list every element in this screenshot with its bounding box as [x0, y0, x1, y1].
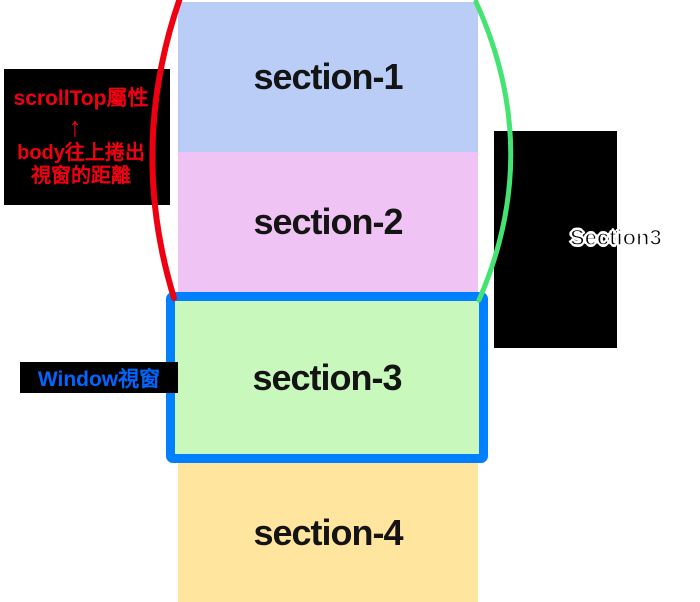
section-4-block: section-4 — [178, 463, 478, 602]
section-3-label: section-3 — [252, 356, 402, 398]
section-1-label: section-1 — [253, 56, 403, 97]
up-arrow-icon: ↑ — [68, 112, 82, 143]
window-label-box: Window視窗 — [20, 362, 178, 393]
viewport-window-frame: section-3 — [166, 292, 488, 463]
section-2-block: section-2 — [178, 152, 478, 292]
scrolltop-label-box: scrollTop屬性 ↑ body往上捲出 視窗的距離 — [4, 69, 170, 205]
section-4-label: section-4 — [253, 511, 403, 553]
scrolltop-title: scrollTop屬性 — [13, 86, 149, 110]
window-label-text: Window視窗 — [37, 367, 161, 391]
section3-label-text: Section3 — [569, 224, 662, 251]
section-2-label: section-2 — [253, 201, 403, 242]
section3-label-box — [494, 131, 617, 348]
scrolltop-desc-line2: 視窗的距離 — [31, 164, 131, 187]
scrolltop-desc-line1: body往上捲出 — [17, 142, 145, 165]
section-1-block: section-1 — [178, 2, 478, 152]
